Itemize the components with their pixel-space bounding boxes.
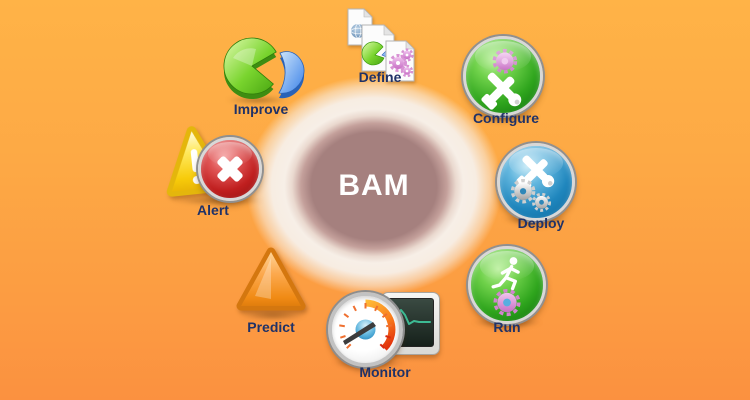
step-label-alert: Alert xyxy=(197,202,229,218)
gauge-needle xyxy=(343,322,376,345)
gauge-dial xyxy=(339,299,396,351)
run-ball-icon xyxy=(468,246,546,324)
drop-shadow xyxy=(240,311,306,320)
deploy-ball-icon xyxy=(497,143,575,221)
step-label-define: Define xyxy=(358,69,402,85)
pink-gear-icon xyxy=(492,48,518,74)
step-label-configure: Configure xyxy=(472,110,540,126)
document-gears-icon xyxy=(385,40,415,82)
configure-ball-icon xyxy=(463,36,543,116)
pink-gear-icon xyxy=(493,288,521,317)
runner-icon xyxy=(491,257,520,291)
define-documents-icon xyxy=(347,8,415,82)
silver-gears-icon xyxy=(510,178,552,212)
step-label-predict: Predict xyxy=(247,319,295,335)
improve-pie-chart-icon xyxy=(223,37,305,100)
gear-wrench-hammer-icon xyxy=(480,48,524,111)
x-mark-icon xyxy=(217,156,243,182)
step-label-deploy: Deploy xyxy=(517,215,565,231)
pie-green-slice xyxy=(223,37,277,95)
step-label-monitor: Monitor xyxy=(359,364,411,380)
bam-title: BAM xyxy=(338,169,410,202)
drop-shadow xyxy=(468,112,540,121)
pie-blue-slice xyxy=(278,51,305,94)
drop-shadow xyxy=(226,96,288,104)
runner-gear-icon xyxy=(491,257,521,317)
gauge-icon xyxy=(328,292,403,367)
exclamation-mark xyxy=(190,149,200,173)
step-label-run: Run xyxy=(493,319,521,335)
step-label-improve: Improve xyxy=(233,101,289,117)
predict-triangle-icon xyxy=(236,247,306,311)
wrench-hammer-gears-icon xyxy=(510,152,557,212)
drop-shadow xyxy=(172,196,264,205)
bam-center-ellipse: BAM xyxy=(246,76,502,296)
error-circle-icon xyxy=(198,137,262,201)
